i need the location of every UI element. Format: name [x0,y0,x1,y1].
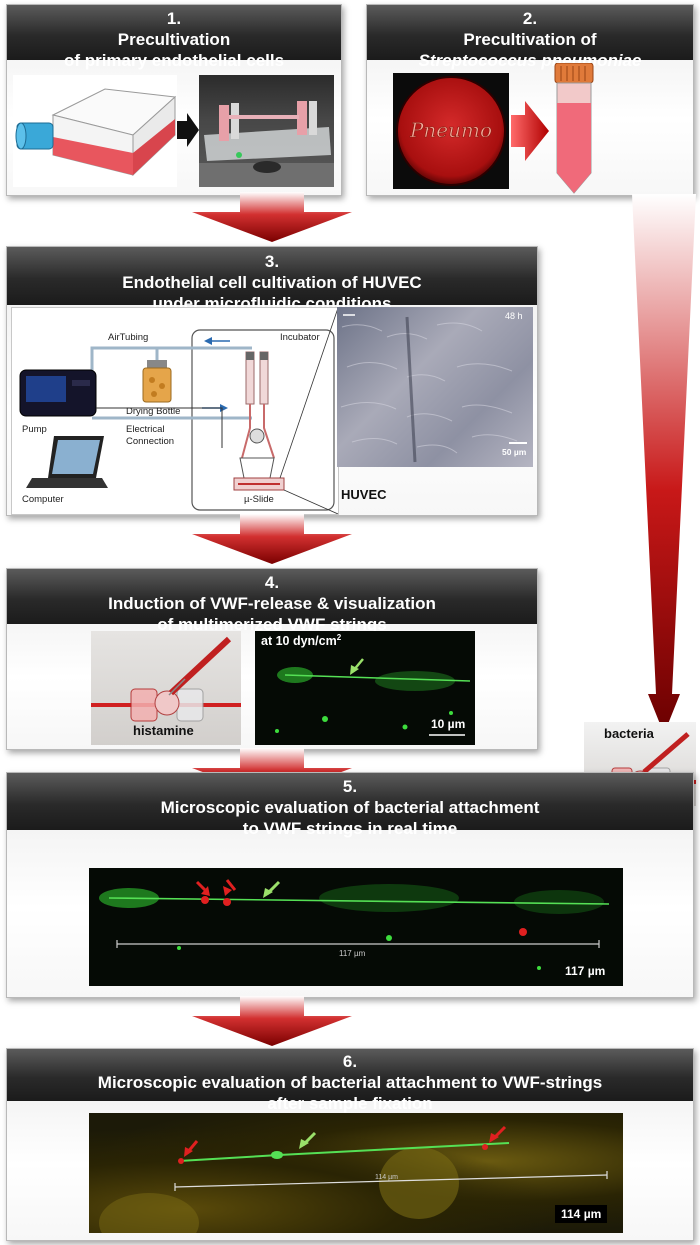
step4-title-line1: Induction of VWF-release & visualization [108,594,436,613]
label-slide: µ-Slide [244,494,274,505]
step1-title-line2: of primary endothelial cells [7,50,341,71]
step3-box: 3. Endothelial cell cultivation of HUVEC… [6,246,538,516]
step4-box: 4. Induction of VWF-release & visualizat… [6,568,538,750]
step4-header: 4. Induction of VWF-release & visualizat… [7,569,537,624]
step3-number: 3. [7,251,537,272]
culture-flask-image [13,75,177,187]
label-pump: Pump [22,424,47,435]
label-connection: Connection [126,436,174,447]
label-histamine: histamine [133,723,194,738]
label-electrical: Electrical [126,424,165,435]
step5-scale: 117 µm [565,964,605,978]
label-shear: at 10 dyn/cm2 [261,633,341,648]
step6-title-line1: Microscopic evaluation of bacterial atta… [98,1073,602,1092]
huvec-micrograph: 48 h 50 µm [337,307,533,467]
step1-header: 1. Precultivation of primary endothelial… [7,5,341,60]
step5-number: 5. [7,776,693,797]
step1-black-arrow [177,113,199,147]
step2-red-arrow [511,101,549,161]
step3-title-line1: Endothelial cell cultivation of HUVEC [122,273,421,292]
step2-header: 2. Precultivation of Streptococcus pneum… [367,5,693,60]
bacteria-flow-arrow [632,194,696,734]
step1-title-line1: Precultivation [118,30,230,49]
step2-box: 2. Precultivation of Streptococcus pneum… [366,4,694,196]
label-shear-sup: 2 [337,633,341,642]
microfluidic-slide-photo [199,75,334,187]
realtime-attachment-micrograph: 117 µm 117 µm [89,868,623,986]
label-drying-bottle: Drying Bottle [126,406,180,417]
histamine-injection-photo: histamine [91,631,241,745]
flow-arrow-2 [192,514,352,564]
culture-tube-icon [551,63,597,195]
step4-number: 4. [7,572,537,593]
label-air-tubing: AirTubing [108,332,148,343]
vwf-strings-micrograph: at 10 dyn/cm2 10 µm [255,631,475,745]
agar-plate-image: Pneumo [393,73,509,189]
flow-arrow-4 [192,996,352,1046]
step5-title-line2: to VWF strings in real time [7,818,693,839]
step6-number: 6. [7,1051,693,1072]
label-computer: Computer [22,494,64,505]
step2-title-line1: Precultivation of [463,30,596,49]
label-shear-text: at 10 dyn/cm [261,634,337,648]
step5-bar-label: 117 µm [339,949,366,958]
step5-box: 5. Microscopic evaluation of bacterial a… [6,772,694,998]
step3-header: 3. Endothelial cell cultivation of HUVEC… [7,247,537,305]
step2-title-line2: Streptococcus pneumoniae [367,50,693,71]
fixed-sample-micrograph: 114 µm 114 µm [89,1113,623,1233]
step2-number: 2. [367,8,693,29]
label-50um: 50 µm [502,447,527,457]
label-time: 48 h [505,311,523,321]
step6-bar-label: 114 µm [375,1174,398,1181]
label-10um: 10 µm [431,717,465,731]
step6-title-line2: after sample fixation [7,1093,693,1114]
step1-number: 1. [7,8,341,29]
label-huvec: HUVEC [341,487,387,502]
label-bacteria: bacteria [604,726,654,741]
flow-arrow-1 [192,192,352,242]
step1-box: 1. Precultivation of primary endothelial… [6,4,342,196]
label-incubator: Incubator [280,332,320,343]
step5-title-line1: Microscopic evaluation of bacterial atta… [161,798,540,817]
step6-box: 6. Microscopic evaluation of bacterial a… [6,1048,694,1241]
step6-header: 6. Microscopic evaluation of bacterial a… [7,1049,693,1101]
step6-scale: 114 µm [555,1205,607,1223]
plate-script-text: Pneumo [409,118,492,142]
microfluidic-setup-schematic: AirTubing Incubator Drying Bottle Pump E… [11,307,339,515]
step5-header: 5. Microscopic evaluation of bacterial a… [7,773,693,830]
